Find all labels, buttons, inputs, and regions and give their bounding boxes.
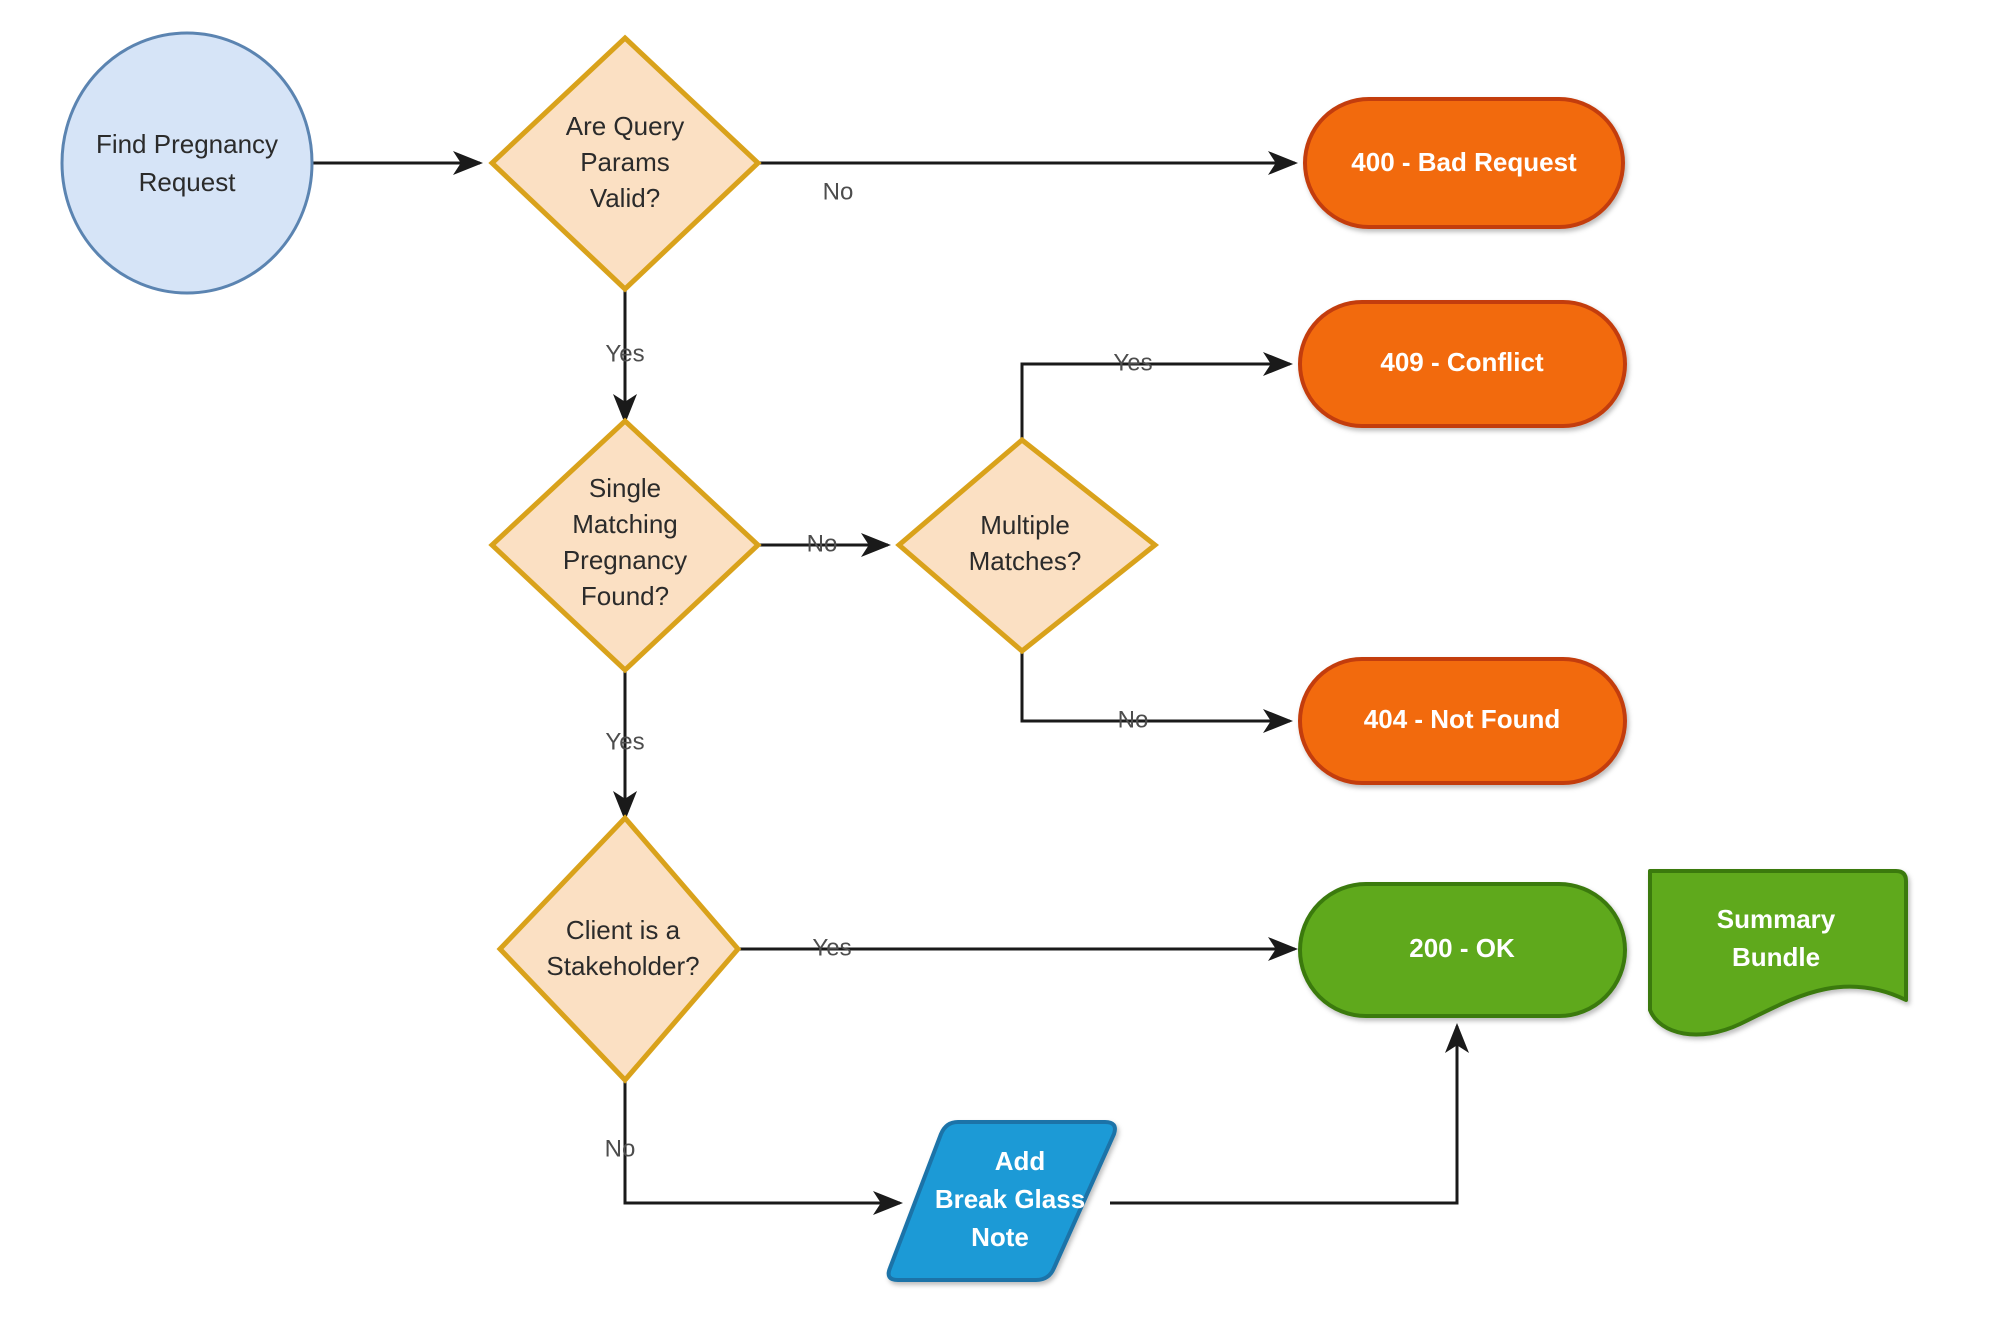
stadium-shape[interactable] xyxy=(1298,300,1627,428)
decision-label-line1: Single xyxy=(589,473,661,503)
edge-breakglass-to-ok xyxy=(1110,1023,1469,1205)
edge-line xyxy=(1020,651,1293,733)
stadium-shape[interactable] xyxy=(1298,882,1627,1018)
edge-line xyxy=(1110,1023,1469,1205)
node-are-query-params-valid[interactable]: Are Query Params Valid? xyxy=(488,34,762,293)
edge-params-no: No xyxy=(749,151,1298,205)
edge-line xyxy=(623,1080,903,1215)
decision-label-line1: Multiple xyxy=(980,510,1070,540)
node-client-is-a-stakeholder[interactable]: Client is a Stakeholder? xyxy=(496,814,742,1084)
nodes-layer: Find Pregnancy Request Are Query Params … xyxy=(60,31,1908,1282)
document-label-line2: Bundle xyxy=(1732,942,1820,972)
node-multiple-matches[interactable]: Multiple Matches? xyxy=(895,436,1160,655)
edge-multiple-yes: Yes xyxy=(1020,349,1293,440)
node-add-break-glass-note[interactable]: Add Break Glass Note xyxy=(886,1120,1117,1282)
stadium-label: 404 - Not Found xyxy=(1364,704,1560,734)
decision-label-line1: Are Query xyxy=(566,111,685,141)
edges-layer: No Yes No Yes No xyxy=(312,151,1469,1215)
edge-label-stakeholder-yes: Yes xyxy=(812,934,851,961)
start-node-label-line1: Find Pregnancy xyxy=(96,129,278,159)
process-label-line2: Break Glass xyxy=(935,1184,1085,1214)
edge-single-no: No xyxy=(757,530,891,557)
edge-label-params-no: No xyxy=(823,178,854,205)
start-node-label-line2: Request xyxy=(139,167,237,197)
edge-stakeholder-no: No xyxy=(605,1080,903,1215)
node-find-pregnancy-request[interactable]: Find Pregnancy Request xyxy=(60,31,314,295)
decision-label-line2: Matches? xyxy=(969,546,1082,576)
node-409-conflict[interactable]: 409 - Conflict xyxy=(1298,300,1627,428)
start-node-shape[interactable] xyxy=(60,31,314,295)
edge-label-multiple-yes: Yes xyxy=(1113,349,1152,376)
edge-single-yes: Yes xyxy=(605,670,645,821)
stadium-shape[interactable] xyxy=(1298,657,1627,785)
edge-label-multiple-no: No xyxy=(1118,706,1149,733)
stadium-label: 200 - OK xyxy=(1409,933,1515,963)
node-summary-bundle[interactable]: Summary Bundle xyxy=(1648,869,1908,1037)
edge-label-stakeholder-no: No xyxy=(605,1135,636,1162)
decision-label-line3: Pregnancy xyxy=(563,545,687,575)
decision-label-line2: Stakeholder? xyxy=(546,951,699,981)
decision-label-line2: Params xyxy=(580,147,670,177)
decision-label-line3: Valid? xyxy=(590,183,660,213)
parallelogram-shape[interactable] xyxy=(886,1120,1117,1282)
decision-shape[interactable] xyxy=(895,436,1160,655)
decision-shape[interactable] xyxy=(488,34,762,293)
decision-label-line4: Found? xyxy=(581,581,669,611)
decision-shape[interactable] xyxy=(488,417,762,674)
node-404-not-found[interactable]: 404 - Not Found xyxy=(1298,657,1627,785)
process-label-line1: Add xyxy=(995,1146,1046,1176)
edge-label-single-yes: Yes xyxy=(605,728,644,755)
decision-label-line1: Client is a xyxy=(566,915,681,945)
edge-label-single-no: No xyxy=(807,530,838,557)
process-label-line3: Note xyxy=(971,1222,1029,1252)
edge-params-yes: Yes xyxy=(605,289,645,424)
decision-label-line2: Matching xyxy=(572,509,678,539)
node-single-matching-pregnancy-found[interactable]: Single Matching Pregnancy Found? xyxy=(488,417,762,674)
edge-line xyxy=(1020,352,1293,440)
document-label-line1: Summary xyxy=(1717,904,1836,934)
stadium-label: 400 - Bad Request xyxy=(1351,147,1577,177)
edge-multiple-no: No xyxy=(1020,651,1293,733)
node-400-bad-request[interactable]: 400 - Bad Request xyxy=(1303,97,1625,229)
stadium-shape[interactable] xyxy=(1303,97,1625,229)
edge-stakeholder-yes: Yes xyxy=(738,934,1298,961)
stadium-label: 409 - Conflict xyxy=(1380,347,1544,377)
document-shape[interactable] xyxy=(1648,869,1908,1037)
edge-label-params-yes: Yes xyxy=(605,340,644,367)
node-200-ok[interactable]: 200 - OK xyxy=(1298,882,1627,1018)
decision-shape[interactable] xyxy=(496,814,742,1084)
